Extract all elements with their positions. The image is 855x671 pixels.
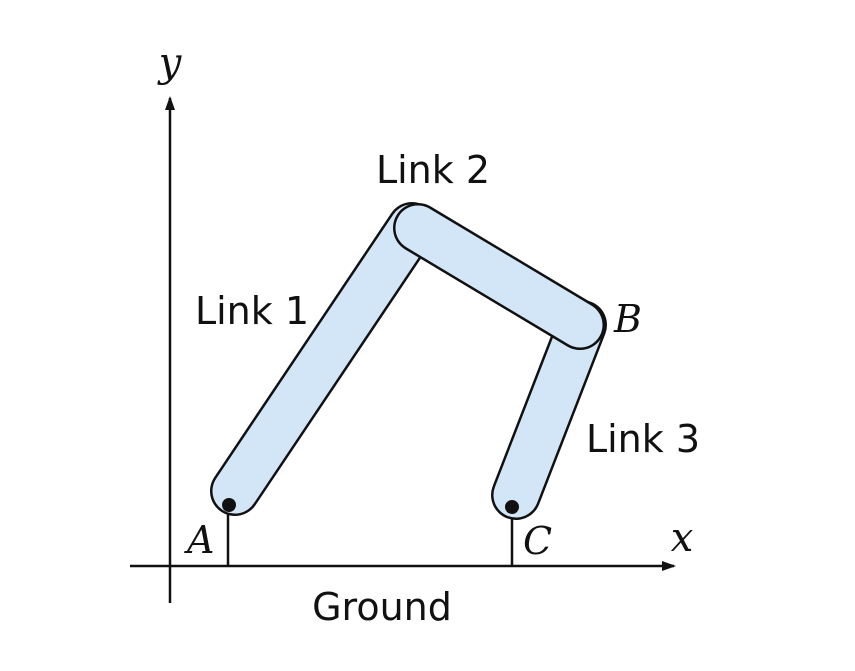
link-3-label: Link 3 xyxy=(586,417,700,461)
link-1-body xyxy=(212,204,435,514)
ground-label: Ground xyxy=(312,585,452,629)
pivot-dot-c xyxy=(505,500,519,514)
link-3-body xyxy=(493,302,605,518)
link-2-label: Link 2 xyxy=(376,148,490,192)
point-b-label: B xyxy=(613,297,642,341)
y-axis-label: y xyxy=(157,40,183,86)
x-axis-label: x xyxy=(671,515,694,561)
link-2-body xyxy=(395,205,603,348)
link-1-label: Link 1 xyxy=(195,289,309,333)
pivot-dot-a xyxy=(222,498,236,512)
point-c-label: C xyxy=(523,519,552,563)
point-a-label: A xyxy=(184,518,214,562)
